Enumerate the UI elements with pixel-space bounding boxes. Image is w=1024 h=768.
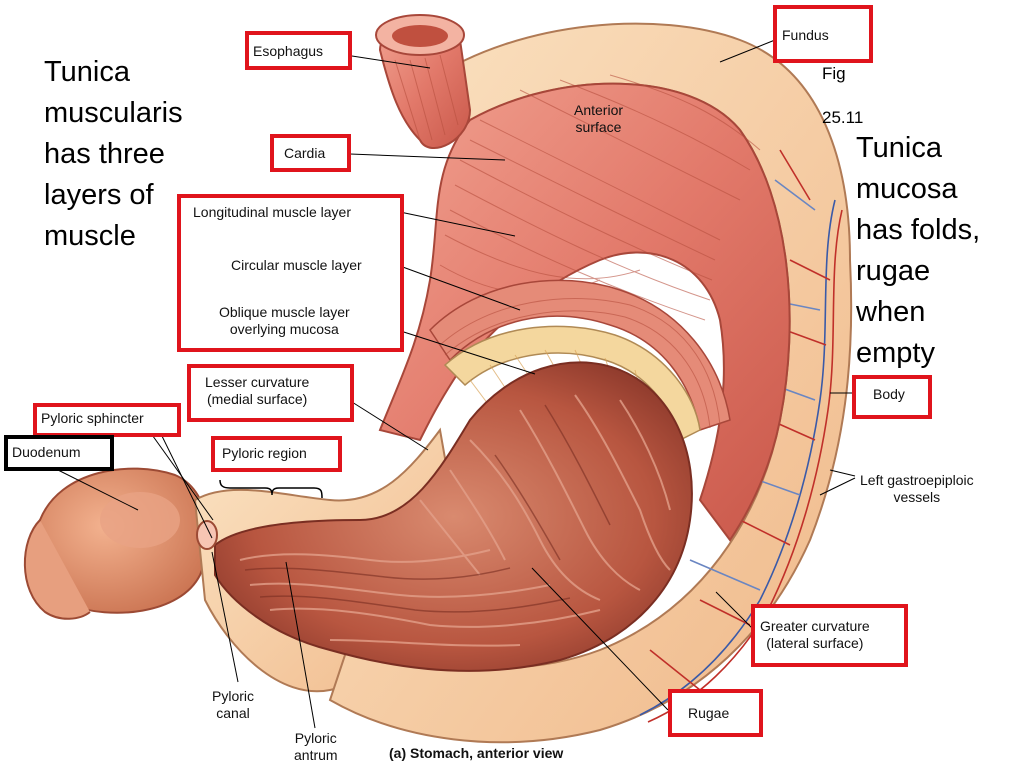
cardia-label: Cardia [284, 145, 326, 161]
muscle-layers-box [177, 194, 404, 352]
pyloric-canal-label: Pyloric canal [212, 688, 255, 721]
circular-label: Circular muscle layer [231, 257, 362, 273]
duodenum-label: Duodenum [12, 444, 81, 460]
lesser-curvature-label: Lesser curvature (medial surface) [205, 374, 310, 407]
oblique-label: Oblique muscle layer overlying mucosa [219, 304, 350, 337]
fig-label: Fig [822, 64, 846, 83]
muscularis-note: Tunica muscularis has three layers of mu… [44, 56, 183, 252]
pyloric-region-box [211, 436, 342, 472]
esophagus-label: Esophagus [253, 43, 324, 59]
greater-curvature-box [751, 604, 908, 667]
fig-number: 25.11 [822, 108, 864, 127]
cardia-box [270, 134, 351, 172]
anterior-surface-label: Anterior surface [574, 102, 624, 135]
mucosa-interior [214, 361, 693, 672]
greater-curvature-label: Greater curvature (lateral surface) [760, 618, 870, 651]
pyloric-region-label: Pyloric region [222, 445, 307, 461]
gastroepiploic-vessels [639, 149, 843, 723]
esophagus-shape [375, 14, 472, 150]
mucosa-note: Tunica mucosa has folds, rugae when empt… [856, 132, 981, 369]
rugae-label: Rugae [688, 705, 730, 721]
figure-caption: (a) Stomach, anterior view [389, 745, 564, 761]
pyloric-sphincter-label: Pyloric sphincter [41, 410, 144, 426]
body-label: Body [873, 386, 905, 402]
muscle-layer [378, 82, 791, 542]
lesser-curvature-box [187, 364, 354, 422]
esophagus-box [245, 31, 352, 70]
longitudinal-label: Longitudinal muscle layer [193, 204, 351, 220]
body-box [852, 375, 932, 419]
pyloric-antrum-label: Pyloric antrum [294, 730, 338, 763]
fundus-label: Fundus [782, 27, 829, 43]
left-gastroepiploic-label: Left gastroepiploic vessels [860, 472, 974, 505]
duodenum-box [4, 435, 114, 471]
duodenum-shape [23, 467, 209, 620]
rugae-box [668, 689, 763, 737]
fundus-box [773, 5, 873, 63]
